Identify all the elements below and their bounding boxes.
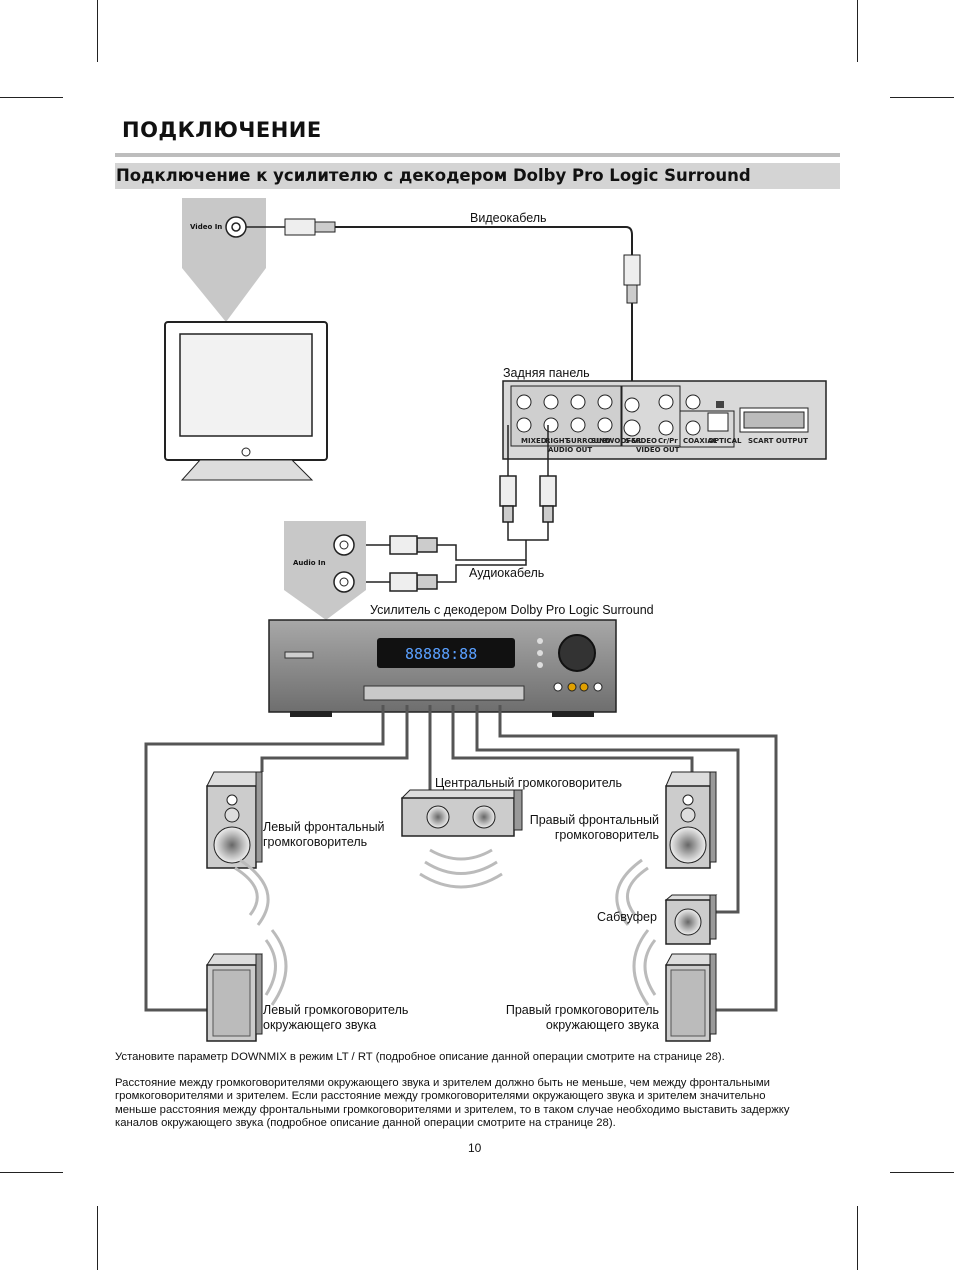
- right-front-label-line1: Правый фронтальный: [529, 813, 659, 827]
- crop-mark: [0, 1172, 63, 1173]
- svg-text:RIGHT: RIGHT: [545, 437, 570, 445]
- right-front-speaker-icon: [665, 771, 717, 869]
- rear-panel-icon: MIXED RIGHT SURROUND SUBWOOFER S-VIDEO C…: [502, 380, 827, 460]
- speaker-wires: [144, 705, 778, 1012]
- right-surround-label-line1: Правый громкоговоритель: [505, 1003, 659, 1017]
- right-front-label-line2: громкоговоритель: [554, 828, 659, 842]
- right-surround-label: Правый громкоговоритель окружающего звук…: [480, 1003, 659, 1033]
- title-rule: [115, 153, 840, 157]
- audio-cable-label: Аудиокабель: [469, 566, 545, 580]
- svg-text:MIXED: MIXED: [521, 437, 547, 445]
- svg-text:SUBWOOFER: SUBWOOFER: [591, 437, 642, 445]
- svg-text:SCART OUTPUT: SCART OUTPUT: [748, 437, 808, 445]
- page-title: ПОДКЛЮЧЕНИЕ: [122, 118, 322, 142]
- crop-mark: [890, 97, 954, 98]
- left-front-speaker-icon: [206, 771, 263, 869]
- section-bar: [115, 163, 840, 189]
- crop-mark: [97, 1206, 98, 1270]
- svg-text:88888:88: 88888:88: [405, 645, 477, 663]
- crop-mark: [890, 1172, 954, 1173]
- video-cable-label: Видеокабель: [470, 211, 547, 225]
- left-front-label-line2: громкоговоритель: [263, 835, 368, 849]
- center-speaker-label: Центральный громкоговоритель: [435, 776, 623, 790]
- page-number: 10: [468, 1141, 482, 1155]
- video-in-label: Video In: [190, 223, 223, 231]
- video-in-callout: [182, 198, 266, 322]
- subwoofer-icon: [664, 894, 718, 945]
- downmix-note: Установите параметр DOWNMIX в режим LT /…: [115, 1051, 725, 1063]
- left-front-label: Левый фронтальный громкоговоритель: [263, 820, 385, 850]
- audio-in-label: Audio In: [293, 559, 326, 567]
- left-front-label-line1: Левый фронтальный: [263, 820, 385, 834]
- amplifier-icon: 88888:88: [268, 619, 617, 717]
- sound-waves: [234, 848, 657, 1006]
- crop-mark: [857, 0, 858, 62]
- rear-panel-label: Задняя панель: [503, 366, 590, 380]
- center-speaker-icon: [400, 789, 524, 837]
- distance-note: Расстояние между громкоговорителями окру…: [115, 1077, 845, 1131]
- tv-icon: [164, 321, 328, 481]
- distance-note-line: меньше расстояния между фронтальными гро…: [115, 1103, 790, 1116]
- crop-mark: [97, 0, 98, 62]
- right-front-label: Правый фронтальный громкоговоритель: [510, 813, 659, 843]
- right-surround-speaker-icon: [665, 953, 717, 1042]
- svg-text:AUDIO OUT: AUDIO OUT: [548, 446, 592, 454]
- crop-mark: [0, 97, 63, 98]
- svg-text:S-VIDEO: S-VIDEO: [625, 437, 657, 445]
- svg-text:Cr/Pr: Cr/Pr: [658, 437, 678, 445]
- subwoofer-label: Сабвуфер: [597, 910, 657, 924]
- left-surround-label-line2: окружающего звука: [263, 1018, 377, 1032]
- amplifier-label: Усилитель с декодером Dolby Pro Logic Su…: [370, 603, 654, 617]
- audio-cable: [355, 425, 557, 592]
- section-title: Подключение к усилителю с декодером Dolb…: [116, 166, 751, 185]
- left-surround-label-line1: Левый громкоговоритель: [263, 1003, 409, 1017]
- distance-note-line: Расстояние между громкоговорителями окру…: [115, 1077, 770, 1089]
- distance-note-line: каналов окружающего звука (подробное опи…: [115, 1117, 616, 1130]
- svg-text:COAXIAL: COAXIAL: [683, 437, 718, 445]
- crop-mark: [857, 1206, 858, 1270]
- svg-text:VIDEO OUT: VIDEO OUT: [636, 446, 680, 454]
- svg-text:OPTICAL: OPTICAL: [708, 437, 742, 445]
- left-surround-label: Левый громкоговоритель окружающего звука: [263, 1003, 408, 1033]
- svg-text:SURROUND: SURROUND: [566, 437, 611, 445]
- audio-in-callout: [284, 521, 366, 620]
- distance-note-line: громкоговорителями и зрителем. Если расс…: [115, 1090, 766, 1103]
- video-cable: [246, 218, 641, 405]
- left-surround-speaker-icon: [206, 953, 263, 1042]
- right-surround-label-line2: окружающего звука: [545, 1018, 659, 1032]
